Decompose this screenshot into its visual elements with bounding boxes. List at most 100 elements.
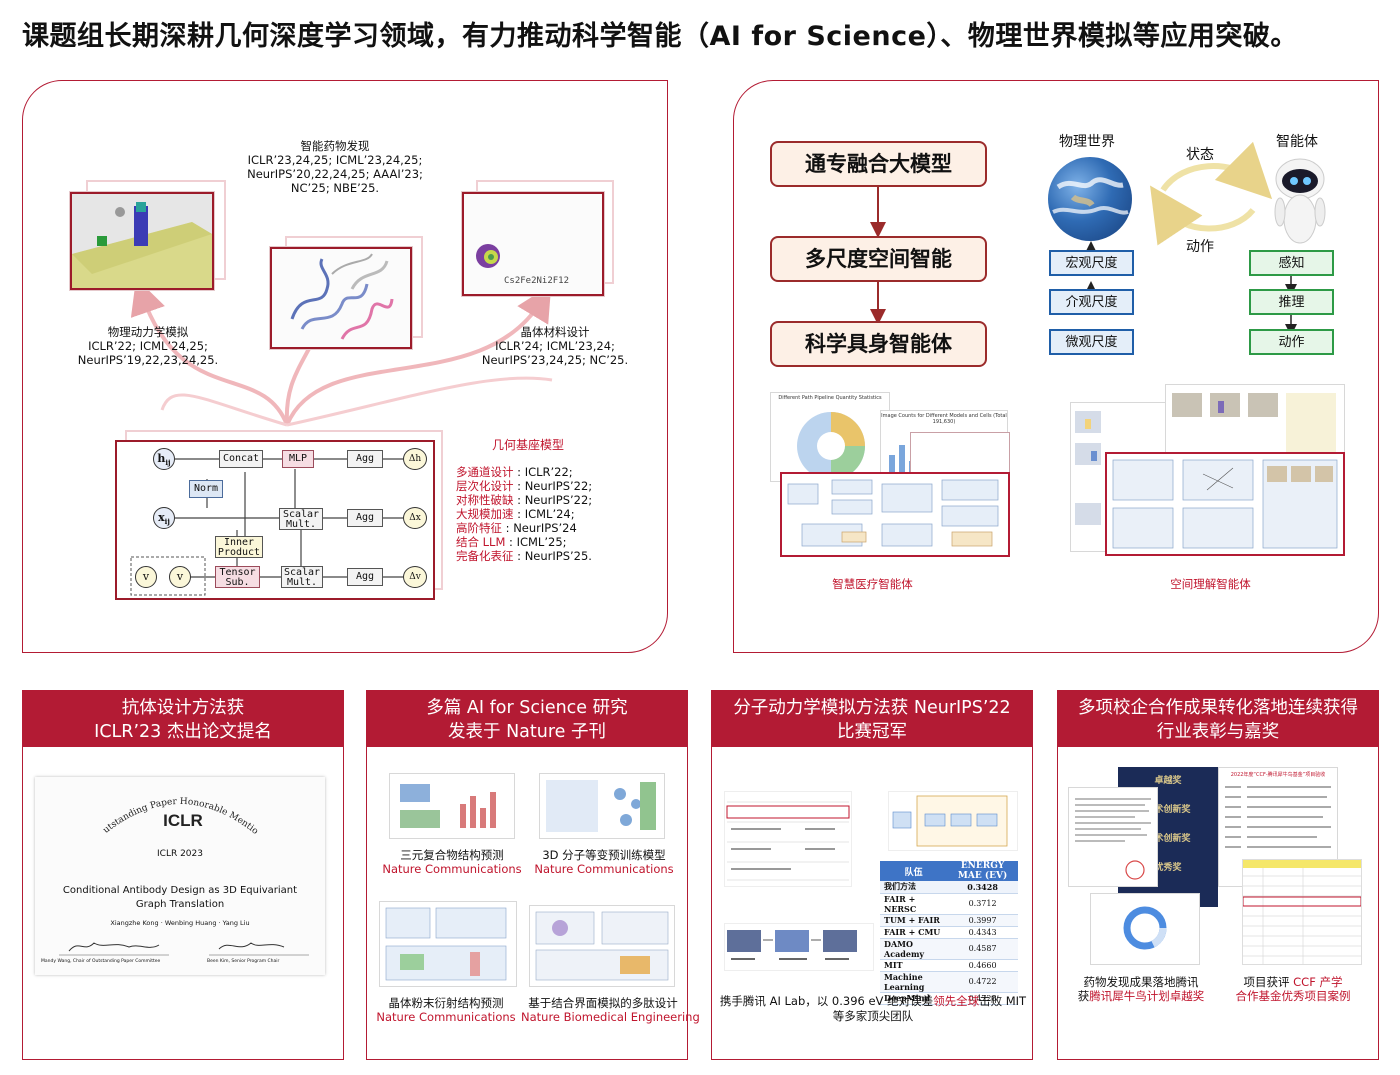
award-word: 优秀奖 bbox=[1154, 863, 1182, 873]
crystal-venues-2: NeurIPS’23,24,25; NC’25. bbox=[481, 353, 629, 367]
flow-step-3: 科学具身智能体 bbox=[770, 321, 987, 367]
award-word: 技术创新奖 bbox=[1145, 805, 1191, 815]
agg-node-2: Agg bbox=[347, 509, 383, 527]
nature-item-1-journal: Nature Communications bbox=[382, 862, 522, 876]
foundation-item: 高阶特征 : NeurIPS’24 bbox=[456, 521, 577, 535]
mae-cell: 0.4722 bbox=[947, 971, 1018, 993]
agent-label: 智能体 bbox=[1276, 134, 1318, 150]
nature-item-3: 晶体粉末衍射结构预测 bbox=[388, 996, 504, 1010]
foundation-item-name: 完备化表征 bbox=[456, 549, 514, 563]
mae-cell: 0.4587 bbox=[947, 938, 1018, 960]
team-cell: FAIR + CMU bbox=[880, 926, 948, 939]
certificate-authors: Xiangzhe Kong · Wenbing Huang · Yang Liu bbox=[110, 919, 250, 927]
physics-venues-2: NeurIPS’19,22,23,24,25. bbox=[77, 353, 219, 367]
agent-act: 动作 bbox=[1249, 329, 1334, 355]
ccf-caption-1: 项目获评 CCF 产学 bbox=[1243, 975, 1343, 989]
card1-title-2: ICLR’23 杰出论文提名 bbox=[94, 722, 272, 742]
foundation-items: 多通道设计 : ICLR’22;层次化设计 : NeurIPS’22;对称性破缺… bbox=[456, 465, 656, 563]
card2-title-1: 多篇 AI for Science 研究 bbox=[426, 698, 628, 718]
flow-arrows bbox=[870, 141, 1297, 336]
foundation-item: 结合 LLM : ICML’25; bbox=[456, 535, 567, 549]
pipeline-stats-title: Different Path Pipeline Quantity Statist… bbox=[778, 395, 882, 401]
foundation-item-venue: NeurIPS’25. bbox=[524, 549, 592, 563]
signature-2: Been Kim, Senior Program Chair bbox=[207, 959, 280, 964]
image-counts-title: Image Counts for Different Models and Ce… bbox=[881, 413, 1007, 425]
delta-x-output: Δx bbox=[403, 507, 427, 529]
architecture-diagram: hij xij v v Concat MLP Norm Agg Scalar M… bbox=[115, 440, 435, 600]
physics-venues-1: ICLR’22; ICML’24,25; bbox=[88, 339, 208, 353]
foundation-item-venue: ICLR’22; bbox=[524, 465, 573, 479]
medical-agent-caption: 智慧医疗智能体 bbox=[832, 577, 913, 591]
agent-reason: 推理 bbox=[1249, 289, 1334, 315]
tencent-caption-1: 药物发现成果落地腾讯 bbox=[1083, 975, 1199, 989]
foundation-item-venue: ICML’24; bbox=[524, 507, 575, 521]
team-cell: 我们方法 bbox=[880, 881, 948, 894]
crystal-venues-1: ICLR’24; ICML’23,24; bbox=[495, 339, 615, 353]
team-cell: MIT bbox=[880, 959, 948, 972]
award-word: 学术创新奖 bbox=[1145, 834, 1191, 844]
signatures bbox=[59, 942, 309, 956]
agg-node-1: Agg bbox=[347, 450, 383, 468]
page-title: 课题组长期深耕几何深度学习领域，有力推动科学智能（AI for Science）… bbox=[22, 21, 1298, 52]
x-input-node: xij bbox=[153, 507, 175, 529]
tencent-caption-2: 获腾讯犀牛鸟计划卓越奖 bbox=[1077, 989, 1205, 1003]
scale-meso: 介观尺度 bbox=[1049, 289, 1134, 315]
ccf-award-name: CCF 产学 bbox=[1293, 975, 1343, 989]
mae-cell: 0.3712 bbox=[947, 893, 1018, 915]
scale-micro: 微观尺度 bbox=[1049, 329, 1134, 355]
card4-title-2: 行业表彰与嘉奖 bbox=[1156, 722, 1280, 742]
nature-item-3-journal: Nature Communications bbox=[376, 1010, 516, 1024]
action-label: 动作 bbox=[1186, 239, 1214, 255]
peptide-design-figure bbox=[529, 905, 675, 987]
scalar-mult-node-1: Scalar Mult. bbox=[279, 508, 323, 530]
foundation-item: 层次化设计 : NeurIPS’22; bbox=[456, 479, 593, 493]
inner-product-node: Inner Product bbox=[215, 536, 263, 558]
card-iclr-award: 抗体设计方法获 ICLR’23 杰出论文提名 Outstanding Paper… bbox=[22, 690, 344, 1060]
crystal-material-image: Cs2Fe2Ni2F12 bbox=[462, 192, 604, 296]
mlp-node: MLP bbox=[282, 450, 314, 468]
earth-icon bbox=[1048, 157, 1132, 241]
norm-node: Norm bbox=[189, 480, 223, 498]
concat-node: Concat bbox=[219, 450, 263, 468]
foundation-title: 几何基座模型 bbox=[492, 438, 565, 452]
ternary-complex-figure bbox=[389, 773, 515, 839]
flow-step-1: 通专融合大模型 bbox=[770, 141, 987, 187]
leaderboard-screenshot bbox=[724, 791, 852, 887]
team-cell: Machine Learning bbox=[880, 971, 948, 993]
card2-title-2: 发表于 Nature 子刊 bbox=[448, 722, 606, 742]
certificate-year: ICLR 2023 bbox=[157, 849, 203, 859]
scale-macro: 宏观尺度 bbox=[1049, 250, 1134, 276]
foundation-item: 对称性破缺 : NeurIPS’22; bbox=[456, 493, 593, 507]
foundation-model-list: 几何基座模型 多通道设计 : ICLR’22;层次化设计 : NeurIPS’2… bbox=[456, 436, 656, 563]
mae-cell: 0.4660 bbox=[947, 959, 1018, 972]
ccf-doc-title: 2022年度“CCF-腾讯犀牛鸟基金”项目验收 bbox=[1230, 772, 1326, 778]
scalar-mult-node-2: Scalar Mult. bbox=[281, 566, 323, 588]
powder-diffraction-figure bbox=[379, 901, 517, 987]
certificate-arc: Outstanding Paper Honorable Mention bbox=[90, 779, 260, 837]
card3-title-2: 比赛冠军 bbox=[837, 722, 907, 742]
v2-input-node: v bbox=[169, 566, 191, 588]
certificate-paper-2: Graph Translation bbox=[135, 899, 225, 910]
iclr-logo: ICLR bbox=[153, 811, 213, 831]
foundation-item-venue: NeurIPS’24 bbox=[513, 521, 577, 535]
drug-discovery-title: 智能药物发现 bbox=[300, 139, 370, 153]
team-cell: TUM + FAIR bbox=[880, 914, 948, 927]
medical-agent-figure: Different Path Pipeline Quantity Statist… bbox=[770, 392, 1015, 562]
agg-node-3: Agg bbox=[347, 568, 383, 586]
foundation-item-name: 层次化设计 bbox=[456, 479, 514, 493]
v1-input-node: v bbox=[135, 566, 157, 588]
spatial-agent-figure bbox=[1070, 384, 1355, 559]
tencent-award-name: 腾讯犀牛鸟计划卓越奖 bbox=[1089, 989, 1205, 1003]
h-input-node: hij bbox=[153, 448, 175, 470]
agent-perceive: 感知 bbox=[1249, 250, 1334, 276]
caption-highlight: 领先全球 bbox=[933, 994, 980, 1008]
foundation-item-name: 对称性破缺 bbox=[456, 493, 514, 507]
physics-simulation-image bbox=[70, 192, 214, 290]
